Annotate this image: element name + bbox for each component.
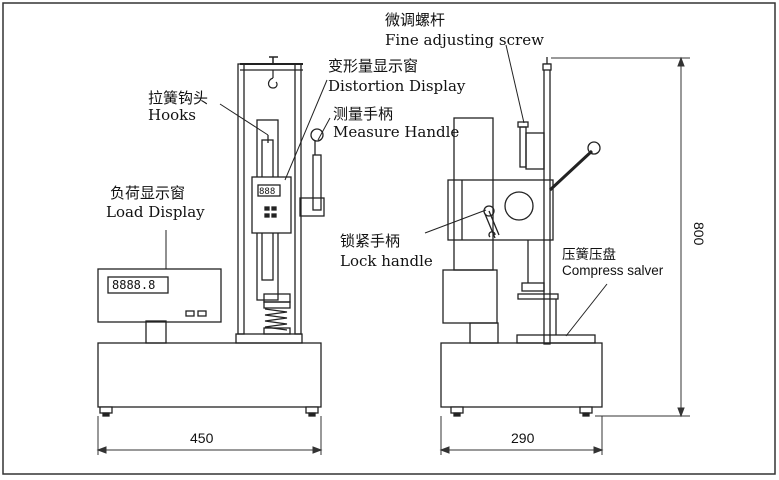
load-label-en: Load Display — [106, 203, 205, 221]
distortion-display-screen — [257, 184, 281, 197]
leader-lines — [165, 44, 608, 337]
lock-handle-label-cn: 锁紧手柄 — [340, 232, 400, 250]
distortion-label-en: Distortion Display — [328, 77, 466, 95]
load-display-screen — [107, 276, 169, 294]
dimension-height: 800 — [691, 222, 707, 246]
dimension-width-side: 290 — [511, 430, 535, 446]
front-view: 8888.8 888 — [97, 56, 325, 417]
measure-handle-label-en: Measure Handle — [333, 123, 459, 141]
measure-handle-label-cn: 测量手柄 — [333, 105, 393, 123]
hooks-label-cn: 拉簧钩头 — [148, 89, 208, 107]
load-label-cn: 负荷显示窗 — [110, 184, 185, 202]
lock-handle-label-en: Lock handle — [340, 252, 433, 270]
distortion-display-value: 888 — [259, 187, 275, 197]
side-view — [440, 57, 603, 417]
compress-salver-label-cn: 压簧压盘 — [562, 246, 616, 262]
distortion-label-cn: 变形量显示窗 — [328, 57, 418, 75]
fine-screw-label-cn: 微调螺杆 — [385, 11, 445, 29]
drawing-border — [2, 2, 776, 475]
hooks-label-en: Hooks — [148, 106, 196, 124]
load-display-value: 8888.8 — [112, 278, 155, 292]
compress-salver-label-en: Compress salver — [562, 263, 664, 278]
dimension-width-front: 450 — [190, 430, 214, 446]
load-display-box — [97, 268, 222, 323]
dimension-lines — [96, 56, 690, 455]
fine-screw-label-en: Fine adjusting screw — [385, 31, 544, 49]
